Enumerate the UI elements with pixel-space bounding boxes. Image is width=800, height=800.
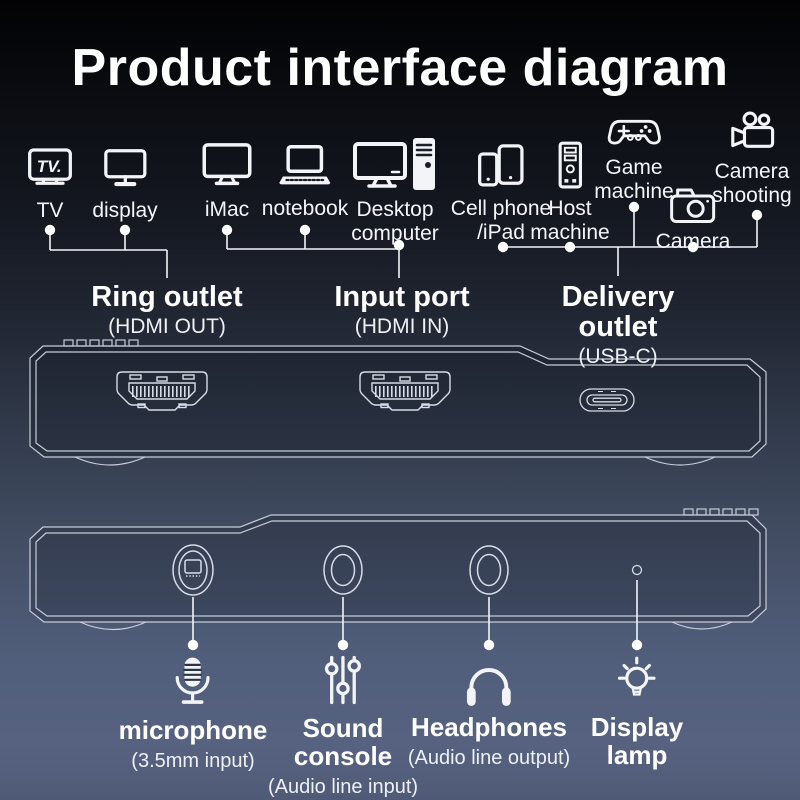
- device-label: TV: [36, 199, 64, 222]
- camera-icon: [670, 188, 716, 223]
- device-label: Host machine: [530, 197, 610, 244]
- display-lamp-icon: [618, 656, 656, 696]
- page-title: Product interface diagram: [71, 39, 729, 97]
- sound-console-icon: [324, 655, 362, 705]
- port-subtitle: (HDMI OUT): [108, 315, 226, 338]
- device-label: iMac: [204, 198, 250, 221]
- port-title: Input port: [334, 281, 470, 313]
- notebook-icon: [279, 145, 331, 185]
- source-device-desktop-computer: Desktop computer: [351, 134, 439, 246]
- vent-notches-right: [683, 508, 759, 516]
- port-sound-console: Sound console (Audio line input): [268, 650, 418, 799]
- usb-c-port: [579, 388, 635, 412]
- device-audio-panel: [29, 508, 767, 631]
- device-label: notebook: [261, 197, 349, 220]
- desktop-computer-icon: [353, 138, 435, 190]
- port-microphone: microphone (3.5mm input): [118, 654, 268, 773]
- camera-shooting-icon: [730, 111, 774, 148]
- device-hdmi-panel: [29, 339, 767, 466]
- source-device-camera: Camera: [655, 184, 731, 254]
- source-device-display: display: [92, 139, 158, 223]
- port-subtitle: (HDMI IN): [354, 315, 450, 338]
- connector-ring-outlet: [44, 224, 168, 278]
- port-title: microphone: [118, 715, 268, 745]
- device-label: Cell phone /iPad: [450, 197, 552, 244]
- device-label: Desktop computer: [351, 198, 439, 245]
- led-hole: [631, 564, 643, 576]
- source-device-game-machine: Game machine: [594, 110, 674, 204]
- vent-notches-left: [63, 339, 139, 347]
- host-machine-icon: [558, 141, 582, 189]
- source-device-tv: TV. TV: [24, 139, 76, 223]
- game-machine-icon: [607, 119, 661, 145]
- port-label-ring-outlet: Ring outlet (HDMI OUT): [91, 282, 242, 339]
- tv-icon: TV.: [28, 148, 72, 185]
- port-subtitle: (3.5mm input): [131, 750, 255, 772]
- svg-text:TV.: TV.: [37, 157, 62, 176]
- port-subtitle: (USB-C): [578, 345, 658, 368]
- source-device-host-machine: Host machine: [530, 137, 610, 245]
- port-title: Headphones: [410, 712, 568, 742]
- mic-jack: [172, 544, 214, 596]
- device-foot: [671, 621, 733, 630]
- device-label: Game machine: [594, 156, 674, 203]
- device-label: Camera: [655, 230, 731, 253]
- source-device-imac: iMac: [199, 136, 255, 222]
- port-headphones: Headphones (Audio line output): [408, 659, 570, 770]
- port-subtitle: (Audio line input): [267, 776, 419, 798]
- source-device-notebook: notebook: [262, 139, 348, 221]
- port-title: Display lamp: [590, 712, 684, 770]
- connector-input-port: [221, 224, 405, 278]
- port-label-delivery-outlet: Delivery outlet (USB-C): [527, 282, 709, 369]
- port-label-input-port: Input port (HDMI IN): [334, 282, 469, 339]
- port-subtitle: (Audio line output): [407, 747, 571, 769]
- source-device-cellphone-ipad: Cell phone /iPad: [451, 141, 551, 245]
- device-foot: [74, 456, 146, 466]
- microphone-icon: [176, 657, 210, 704]
- device-label: Camera shooting: [712, 160, 792, 207]
- device-label: display: [92, 199, 158, 222]
- cellphone-ipad-icon: [478, 144, 524, 187]
- device-foot: [644, 456, 716, 466]
- connector-audio-lines: [187, 580, 643, 651]
- display-icon: [103, 149, 147, 187]
- port-title: Delivery outlet: [561, 281, 675, 343]
- device-foot: [79, 621, 147, 631]
- port-display-lamp: Display lamp: [590, 651, 684, 770]
- connector-delivery-outlet: [497, 201, 763, 276]
- source-device-camera-shooting: Camera shooting: [712, 110, 792, 208]
- port-title: Ring outlet: [91, 281, 243, 313]
- imac-icon: [202, 143, 252, 186]
- headphones-icon: [467, 668, 511, 706]
- port-title: Sound console: [293, 713, 393, 771]
